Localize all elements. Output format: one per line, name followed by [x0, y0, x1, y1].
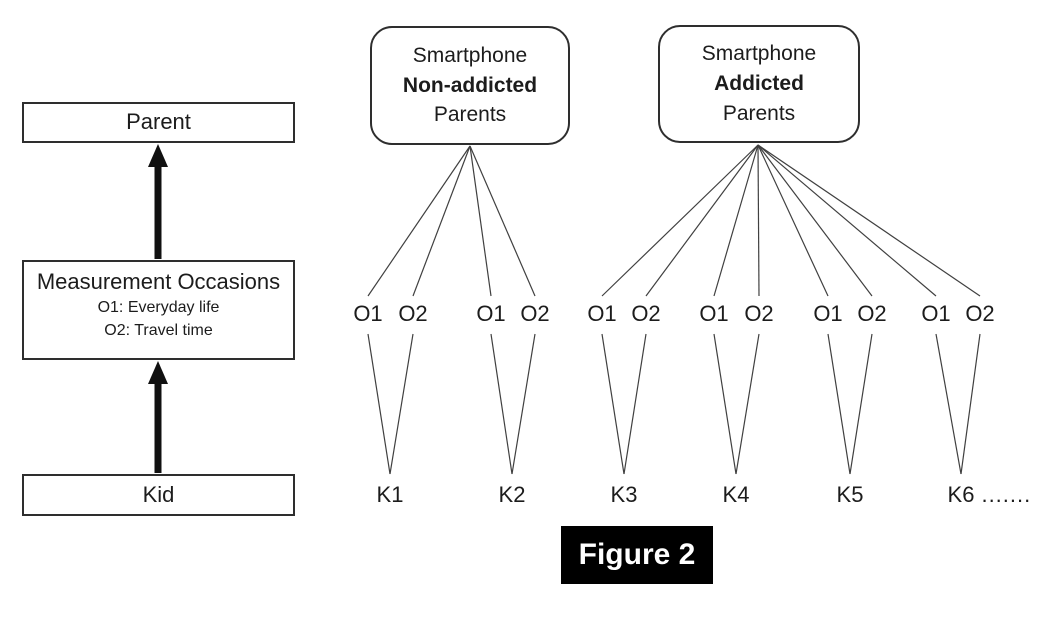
- non-addicted-parents-box: Smartphone Non-addicted Parents: [370, 26, 570, 145]
- addicted-fan-lines: [601, 144, 981, 297]
- fan-line: [757, 144, 937, 297]
- v-line: [623, 333, 647, 475]
- v-line: [827, 333, 851, 475]
- occasion-label-o1-k3: O1: [587, 301, 617, 326]
- occasion-label-o2-k4: O2: [744, 301, 774, 326]
- v-line: [389, 333, 414, 475]
- group-box-line2: Non-addicted: [402, 73, 538, 97]
- fan-line: [757, 144, 829, 297]
- fan-line: [412, 145, 471, 297]
- up-arrow-kid-to-meas: [148, 361, 168, 473]
- v-line: [490, 333, 513, 475]
- measurement-occasions-box: Measurement Occasions O1: Everyday life …: [22, 260, 295, 360]
- v-line: [601, 333, 625, 475]
- v-line: [960, 333, 981, 475]
- kid-label-text: K6: [947, 482, 975, 507]
- occasion-label-o2-k6: O2: [965, 301, 995, 326]
- occasion-label-o1-k5: O1: [813, 301, 843, 326]
- kid-label-k4: K4: [723, 482, 750, 508]
- kid-label-text: K5: [836, 482, 864, 507]
- group-box-line1: Smartphone: [412, 43, 528, 67]
- parent-box: Parent: [22, 102, 295, 143]
- addicted-parents-box: Smartphone Addicted Parents: [658, 25, 860, 143]
- occasion-label-o1-k4: O1: [699, 301, 729, 326]
- occasion-label-o1-k6: O1: [921, 301, 951, 326]
- kid-label-k2: K2: [499, 482, 526, 508]
- kid-label-text: K4: [722, 482, 750, 507]
- kid-label-k1: K1: [377, 482, 404, 508]
- occasion-label-o1-k2: O1: [476, 301, 506, 326]
- occasion1-definition: O1: Everyday life: [97, 298, 220, 316]
- fan-line: [757, 144, 760, 297]
- non-addicted-fan-lines: [367, 145, 536, 297]
- parent-box-label: Parent: [126, 109, 191, 135]
- v-line: [511, 333, 536, 475]
- occasion-label-o2-k1: O2: [398, 301, 428, 326]
- fan-line: [469, 145, 536, 297]
- kid-label-k6: K6.......: [947, 482, 1031, 508]
- kid-box: Kid: [22, 474, 295, 516]
- kid-label-k3: K3: [611, 482, 638, 508]
- group-box-line1: Smartphone: [701, 42, 817, 66]
- group-box-line3: Parents: [722, 101, 796, 125]
- v-line: [849, 333, 873, 475]
- fan-line: [645, 144, 759, 297]
- v-line: [735, 333, 760, 475]
- group-box-line3: Parents: [433, 103, 507, 127]
- occasion-label-o2-k3: O2: [631, 301, 661, 326]
- fan-line: [757, 144, 873, 297]
- kid-label-text: K2: [498, 482, 526, 507]
- occasion-label-o2-k5: O2: [857, 301, 887, 326]
- figure-caption-text: Figure 2: [578, 538, 696, 571]
- fan-line: [469, 145, 492, 297]
- occasion-label-o2-k2: O2: [520, 301, 550, 326]
- occasion-label-o1-k1: O1: [353, 301, 383, 326]
- fan-line: [757, 144, 981, 297]
- measurement-box-title: Measurement Occasions: [36, 269, 281, 294]
- v-line: [713, 333, 737, 475]
- kid-label-text: K3: [610, 482, 638, 507]
- up-arrow-meas-to-parent: [148, 144, 168, 259]
- arrow-head-icon: [148, 144, 168, 167]
- fan-line: [601, 144, 759, 297]
- fan-line: [367, 145, 471, 297]
- figure-caption: Figure 2: [561, 526, 713, 584]
- kid-label-dots: .......: [981, 482, 1032, 507]
- group-box-line2: Addicted: [714, 72, 804, 96]
- v-line: [935, 333, 962, 475]
- arrow-head-icon: [148, 361, 168, 384]
- fan-line: [713, 144, 759, 297]
- kid-label-k5: K5: [837, 482, 864, 508]
- kid-box-label: Kid: [142, 481, 175, 507]
- occasion-to-kid-lines: [367, 333, 981, 475]
- v-line: [367, 333, 391, 475]
- kid-label-text: K1: [376, 482, 404, 507]
- occasion2-definition: O2: Travel time: [104, 321, 213, 339]
